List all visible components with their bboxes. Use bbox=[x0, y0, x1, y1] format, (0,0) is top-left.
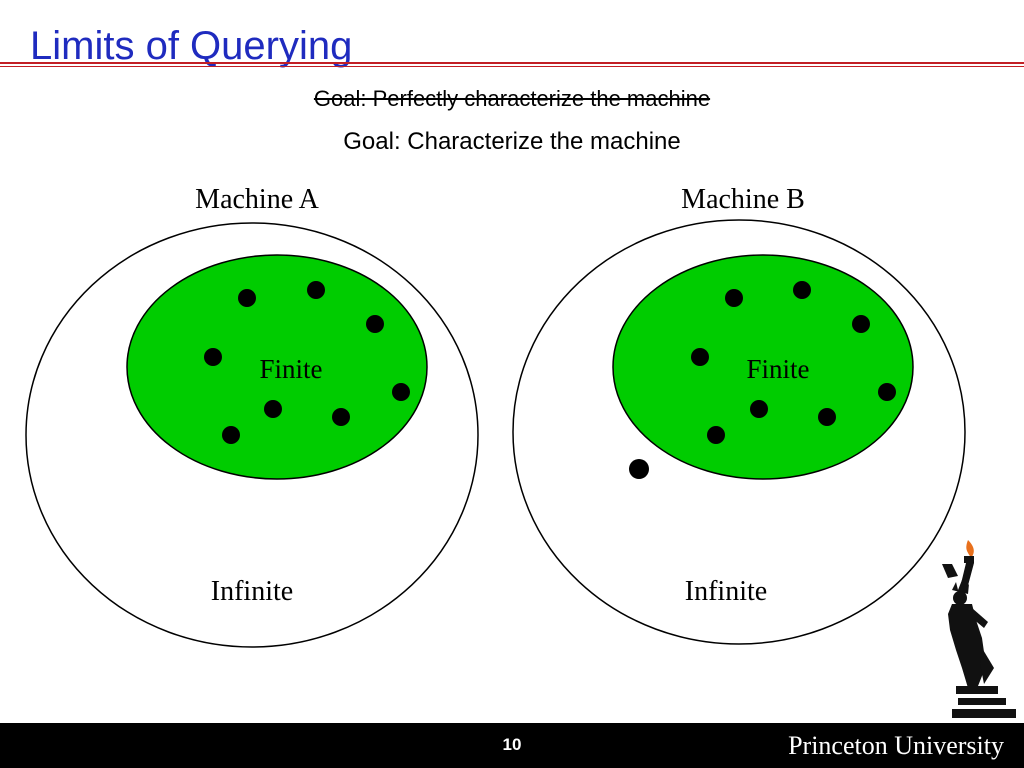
machine-b-finite-label: Finite bbox=[746, 354, 809, 384]
machine-b-point bbox=[750, 400, 768, 418]
statue-of-liberty-icon bbox=[942, 540, 1016, 718]
machine-a-point bbox=[264, 400, 282, 418]
machine-a-label: Machine A bbox=[195, 184, 319, 215]
machine-b-point bbox=[852, 315, 870, 333]
machine-a-point bbox=[392, 383, 410, 401]
machine-b-label: Machine B bbox=[681, 184, 805, 215]
university-name: Princeton University bbox=[788, 731, 1004, 760]
goal-text: Goal: Characterize the machine bbox=[343, 128, 681, 155]
title-rule-top bbox=[0, 62, 1024, 64]
machine-b-point bbox=[793, 281, 811, 299]
machine-a-point bbox=[204, 348, 222, 366]
machine-b-point bbox=[691, 348, 709, 366]
machine-b-point bbox=[878, 383, 896, 401]
machine-a-point bbox=[366, 315, 384, 333]
machine-a-point bbox=[222, 426, 240, 444]
slide-title: Limits of Querying bbox=[30, 24, 353, 68]
machine-a-point bbox=[307, 281, 325, 299]
goal-struck-text: Goal: Perfectly characterize the machine bbox=[313, 86, 711, 111]
page-number: 10 bbox=[502, 735, 522, 754]
machine-b: Machine B Finite Infinite bbox=[512, 184, 966, 645]
machine-a: Machine A Finite Infinite bbox=[25, 184, 479, 648]
machine-a-point bbox=[238, 289, 256, 307]
footer-bar: 10 Princeton University bbox=[0, 723, 1024, 768]
title-rule-bottom bbox=[0, 66, 1024, 67]
machine-b-point bbox=[818, 408, 836, 426]
machine-a-point bbox=[332, 408, 350, 426]
machine-diagram: Machine A Finite Infinite Machine B Fini… bbox=[25, 184, 966, 648]
machine-a-infinite-label: Infinite bbox=[211, 576, 293, 607]
machine-b-infinite-label: Infinite bbox=[685, 576, 767, 607]
machine-b-point bbox=[707, 426, 725, 444]
machine-b-point bbox=[725, 289, 743, 307]
machine-a-finite-region bbox=[126, 254, 428, 480]
machine-a-finite-label: Finite bbox=[259, 354, 322, 384]
machine-b-outlier-point bbox=[629, 459, 649, 479]
machine-b-finite-region bbox=[612, 254, 914, 480]
